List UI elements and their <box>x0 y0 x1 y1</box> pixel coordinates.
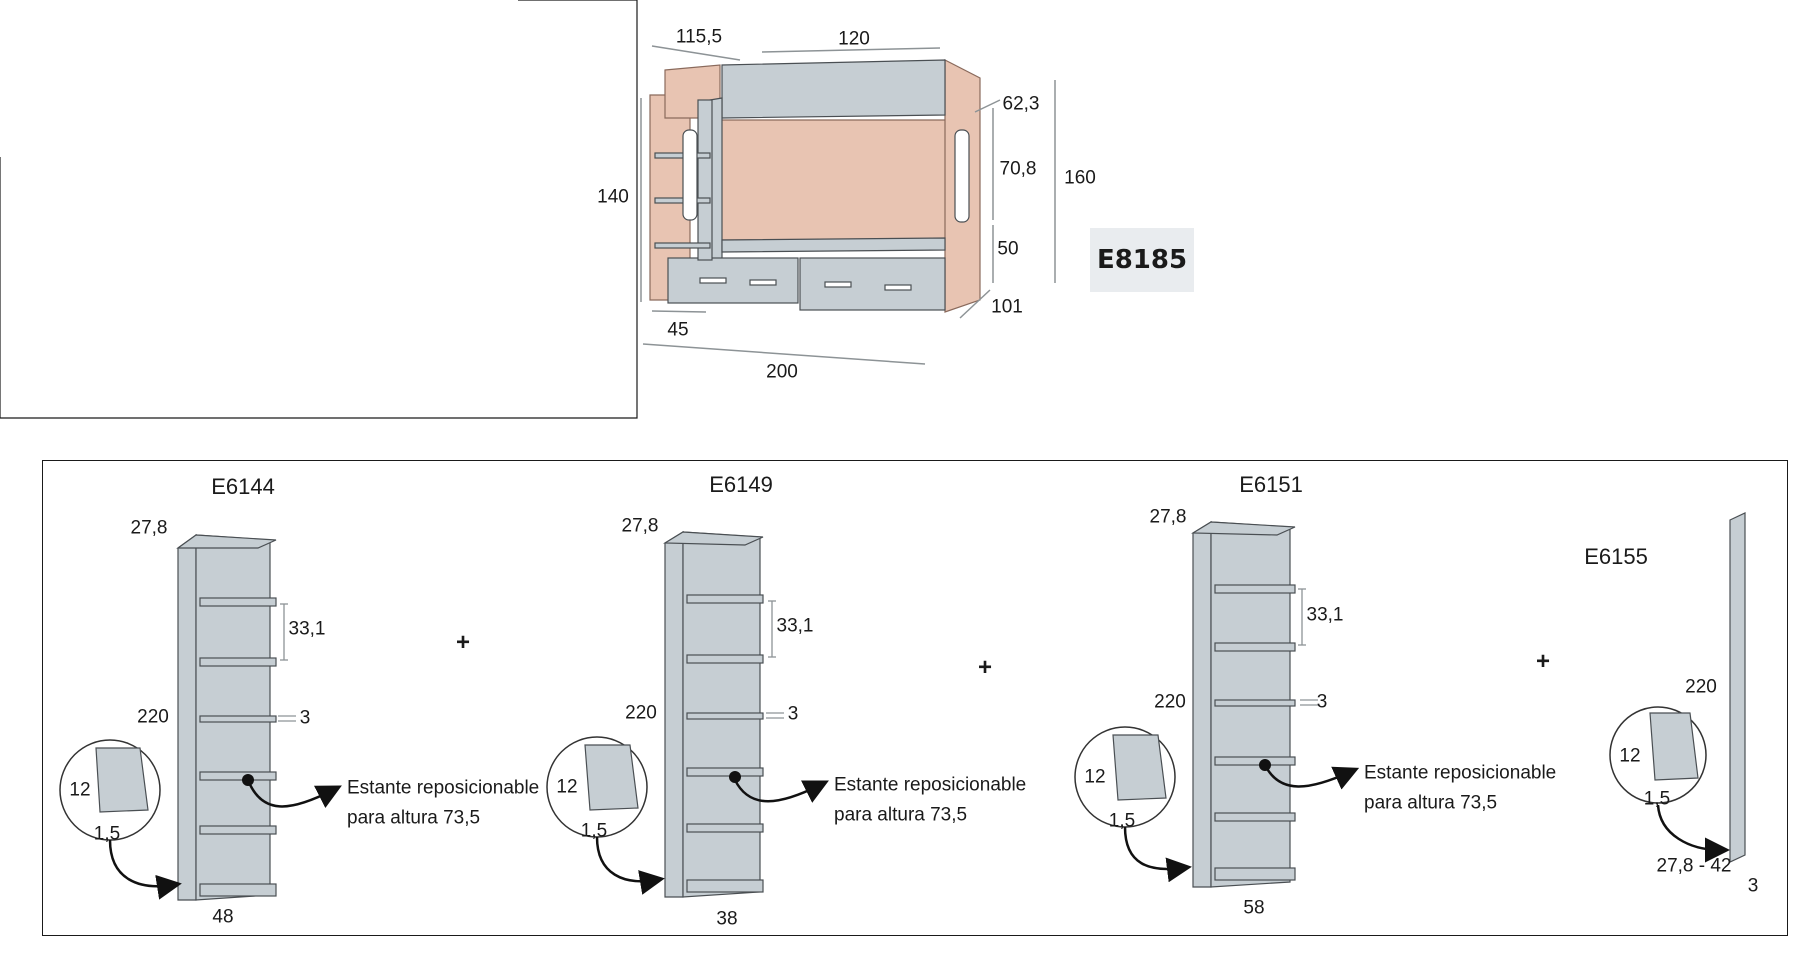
dim-line <box>642 343 926 365</box>
dim-step-width: 45 <box>667 319 689 341</box>
dim-width: 58 <box>1243 897 1265 919</box>
dim-shelf-gap: 33,1 <box>1306 604 1344 626</box>
dim-line <box>651 45 741 61</box>
dim-height: 220 <box>137 706 169 728</box>
bookcase-e6151 <box>1074 520 1296 888</box>
dim-line <box>974 99 1001 113</box>
module-code: E6151 <box>1239 472 1303 497</box>
detail-a: 12 <box>69 779 91 801</box>
dim-line <box>959 289 991 319</box>
detail-b: 1,5 <box>1108 810 1136 832</box>
dim-thickness: 3 <box>1316 691 1328 713</box>
dim-width-top: 120 <box>838 28 870 50</box>
dim-depth: 27,8 <box>1149 506 1187 528</box>
frame-lines <box>0 0 638 419</box>
dim-rail-height: 62,3 <box>1002 93 1040 115</box>
plus-sign: + <box>455 629 471 656</box>
detail-b: 1,5 <box>93 823 121 845</box>
note-line2: para altura 73,5 <box>834 804 968 826</box>
bookcase-e6149 <box>546 530 764 898</box>
detail-a: 12 <box>1084 766 1106 788</box>
note-line1: Estante reposicionable <box>347 777 540 799</box>
dim-upper-gap: 70,8 <box>999 158 1037 180</box>
note-line2: para altura 73,5 <box>347 807 481 829</box>
dim-width: 38 <box>716 908 738 930</box>
dim-height: 220 <box>625 702 657 724</box>
bunk-code-badge: E8185 <box>1090 228 1194 292</box>
dim-lower-height: 50 <box>997 238 1019 260</box>
note-line1: Estante reposicionable <box>1364 762 1557 784</box>
drawer-right <box>799 257 946 311</box>
dim-thickness: 3 <box>299 707 311 729</box>
plus-sign: + <box>1535 648 1551 675</box>
dim-thickness: 3 <box>1747 875 1759 897</box>
dim-line <box>761 47 941 53</box>
bookcase-e6144 <box>59 533 277 901</box>
dim-depth: 27,8 <box>621 515 659 537</box>
dim-depth-range: 27,8 - 42 <box>1656 855 1732 877</box>
module-code: E6149 <box>709 472 773 497</box>
dim-depth: 27,8 <box>130 517 168 539</box>
dim-shelf-gap: 33,1 <box>288 618 326 640</box>
ladder-step-3 <box>654 242 711 249</box>
detail-b: 1,5 <box>1643 788 1671 810</box>
bunk-diagram-frame <box>0 0 638 419</box>
lower-bed-frame <box>721 237 946 253</box>
drawer-handle <box>824 281 852 288</box>
ladder-window <box>682 129 698 221</box>
dim-height: 220 <box>1685 676 1717 698</box>
drawer-handle <box>884 284 912 291</box>
dim-length: 200 <box>766 361 798 383</box>
side-panel-e6155 <box>1609 512 1746 863</box>
detail-a: 12 <box>1619 745 1641 767</box>
detail-b: 1,5 <box>580 820 608 842</box>
note-line2: para altura 73,5 <box>1364 792 1498 814</box>
ladder-rail <box>697 99 713 261</box>
note-line1: Estante reposicionable <box>834 774 1027 796</box>
detail-a: 12 <box>556 776 578 798</box>
dim-thickness: 3 <box>787 703 799 725</box>
dim-side-height: 140 <box>597 186 629 208</box>
drawer-handle <box>749 279 777 286</box>
dim-depth-bottom: 101 <box>991 296 1023 318</box>
dim-width: 48 <box>212 906 234 928</box>
module-code: E6144 <box>211 474 275 499</box>
drawer-handle <box>699 277 727 284</box>
plus-sign: + <box>977 654 993 681</box>
dim-shelf-gap: 33,1 <box>776 615 814 637</box>
dim-height: 220 <box>1154 691 1186 713</box>
module-code: E6155 <box>1584 544 1648 569</box>
dim-depth-top: 115,5 <box>675 26 723 48</box>
modules-frame <box>42 460 1788 936</box>
end-handle <box>954 129 970 223</box>
dim-line <box>651 310 707 313</box>
bunk-code: E8185 <box>1096 245 1188 275</box>
dim-total-height: 160 <box>1064 167 1096 189</box>
